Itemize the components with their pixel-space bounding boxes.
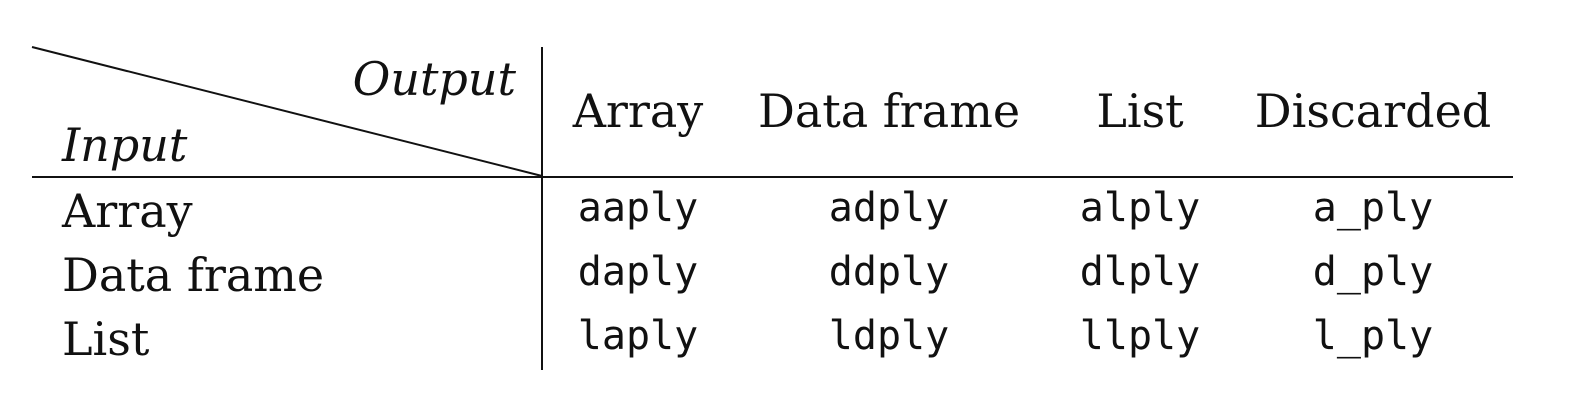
- table-cell: a_ply: [1312, 185, 1434, 231]
- corner-input-label: Input: [62, 118, 188, 172]
- table-cell: aaply: [577, 185, 699, 231]
- table-cell: ldply: [828, 313, 950, 359]
- row-header-array: Array: [62, 184, 193, 238]
- column-header-discarded: Discarded: [1254, 84, 1492, 138]
- table-cell: daply: [577, 249, 699, 295]
- column-header-data-frame: Data frame: [757, 84, 1021, 138]
- row-header-list: List: [62, 312, 150, 366]
- table-cell: laply: [577, 313, 699, 359]
- corner-output-label: Output: [352, 52, 516, 106]
- table-cell: dlply: [1079, 249, 1201, 295]
- column-header-array: Array: [572, 84, 704, 138]
- column-header-list: List: [1096, 84, 1184, 138]
- table-cell: ddply: [828, 249, 950, 295]
- table-cell: alply: [1079, 185, 1201, 231]
- table-cell: d_ply: [1312, 249, 1434, 295]
- diagonal-divider: [31, 46, 543, 177]
- table-cell: l_ply: [1312, 313, 1434, 359]
- table-cell: llply: [1079, 313, 1201, 359]
- row-header-data-frame: Data frame: [62, 248, 325, 302]
- table-cell: adply: [828, 185, 950, 231]
